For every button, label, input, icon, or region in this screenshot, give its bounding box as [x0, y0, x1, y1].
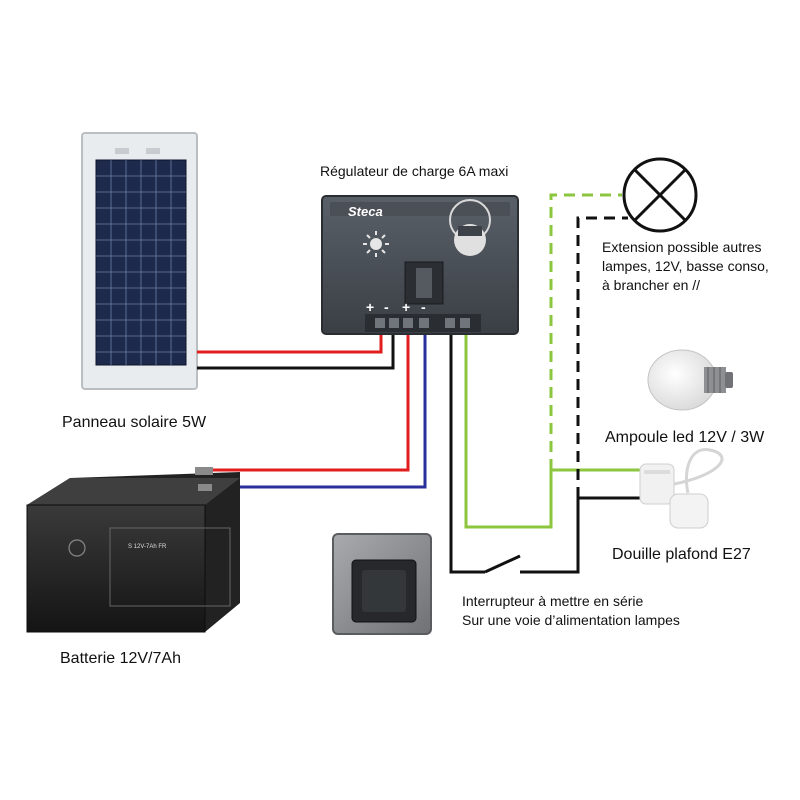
led-bulb-label: Ampoule led 12V / 3W: [605, 429, 765, 446]
wall-switch: [332, 533, 432, 635]
switch-note-line-1: Interrupteur à mettre en série: [462, 593, 644, 609]
charge-regulator: Steca: [321, 195, 519, 335]
wire-extension-negative: [576, 216, 628, 498]
terminal-battery-positive: +: [402, 299, 411, 315]
switch-note-line-2: Sur une voie d’alimentation lampes: [462, 612, 680, 628]
extension-note-line-2: lampes, 12V, basse conso,: [602, 258, 769, 274]
extension-note-line-1: Extension possible autres: [602, 239, 762, 255]
battery-marking: S 12V-7Ah FR: [128, 544, 167, 550]
wire-extension-positive: [549, 193, 622, 470]
solar-panel-label: Panneau solaire 5W: [62, 414, 207, 431]
terminal-battery-negative: -: [421, 299, 426, 315]
terminal-solar-positive: +: [366, 299, 375, 315]
ceiling-socket: [639, 448, 724, 529]
lamp-symbol-icon: [622, 157, 698, 233]
battery-gauge-icon: [449, 199, 491, 256]
wire-battery-negative: [208, 322, 427, 489]
wire-switched-return: [520, 496, 640, 574]
sun-indicator-icon: [363, 231, 389, 257]
led-bulb: [647, 349, 733, 411]
solar-panel: [81, 132, 198, 390]
battery: S 12V-7Ah FR: [26, 467, 240, 633]
regulator-brand: Steca: [348, 204, 383, 219]
extension-note-line-3: à brancher en //: [602, 277, 701, 293]
wire-load-positive: [464, 322, 640, 529]
wires: [195, 193, 640, 574]
switch-contact-symbol: [484, 554, 521, 574]
battery-label: Batterie 12V/7Ah: [60, 650, 181, 667]
terminal-solar-negative: -: [384, 299, 389, 315]
wire-solar-negative: [197, 322, 395, 370]
socket-label: Douille plafond E27: [612, 546, 751, 563]
extension-note: Extension possible autres lampes, 12V, b…: [602, 238, 769, 295]
regulator-label: Régulateur de charge 6A maxi: [320, 163, 509, 179]
wire-battery-positive: [208, 322, 410, 472]
switch-note: Interrupteur à mettre en série Sur une v…: [462, 592, 680, 630]
wire-load-negative: [449, 322, 485, 574]
